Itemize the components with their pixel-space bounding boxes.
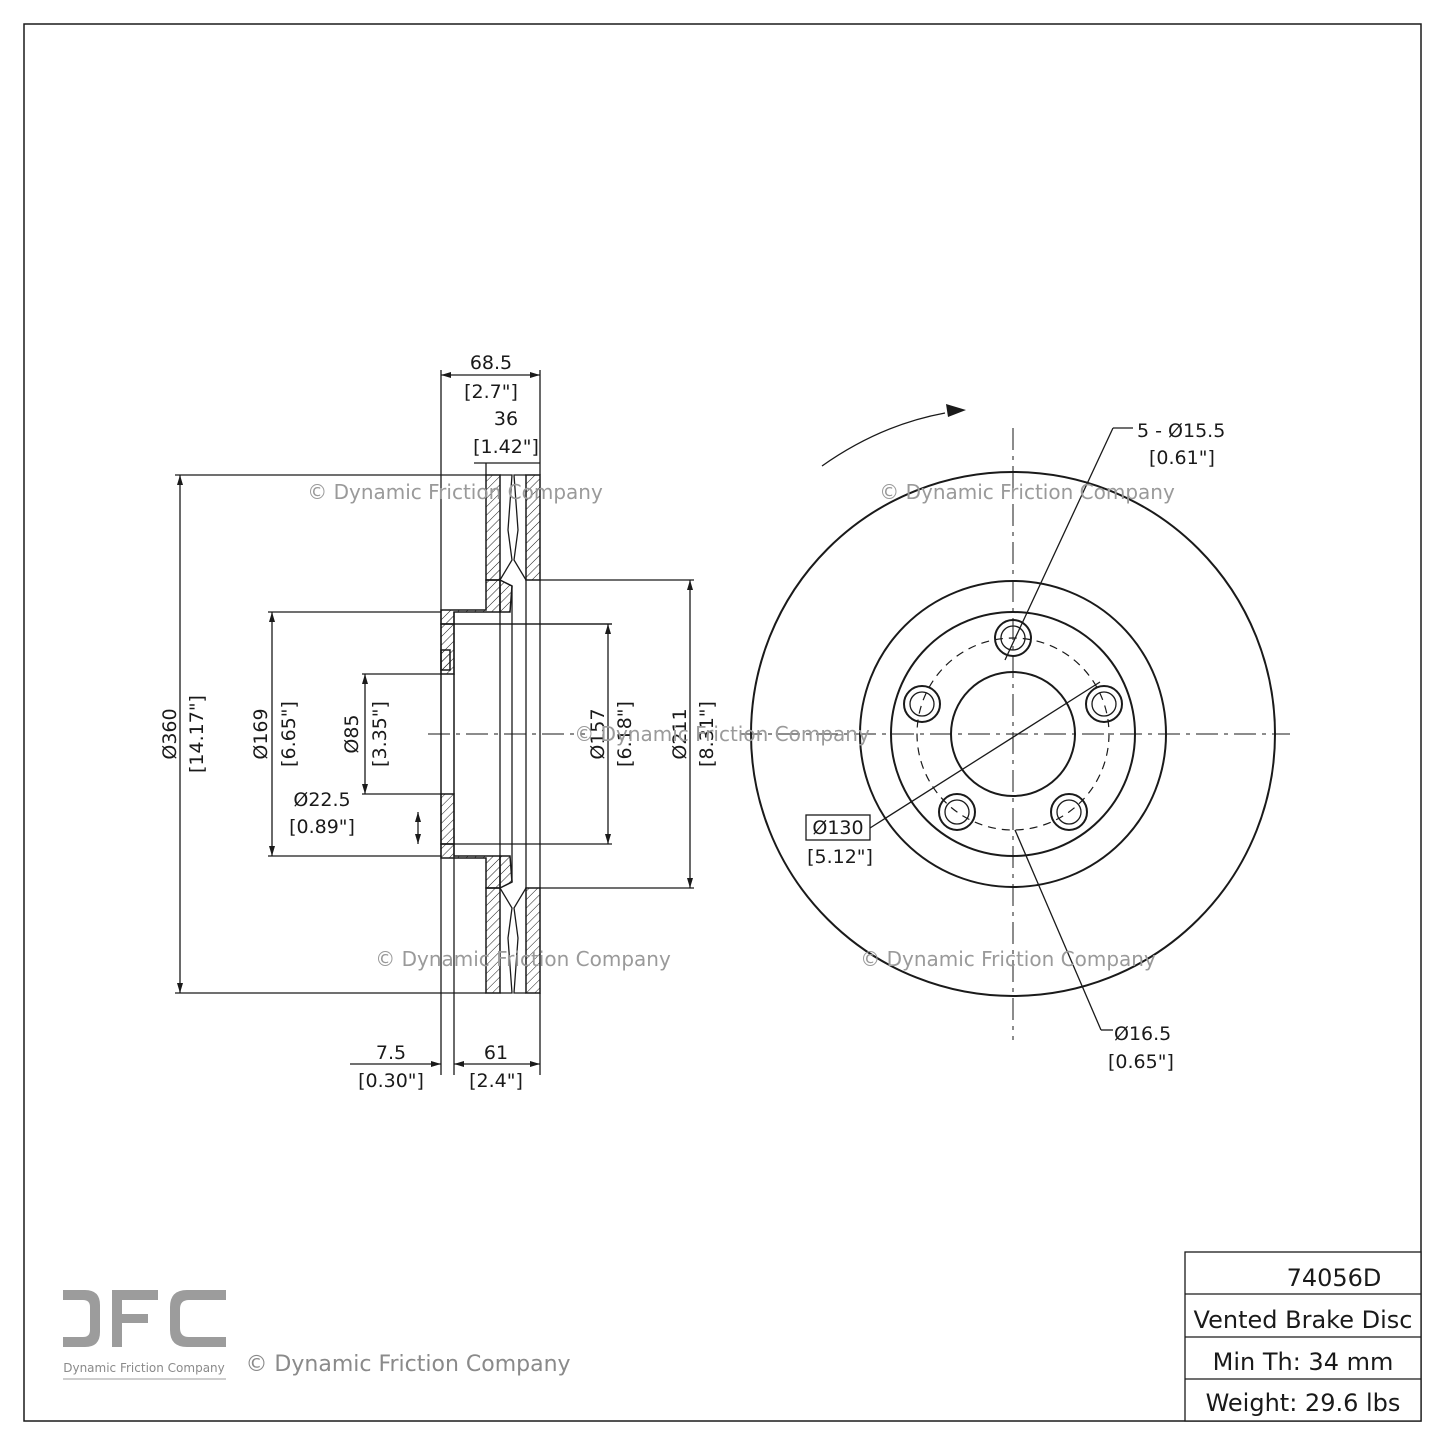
dim-hat-height-mm: 61: [484, 1042, 508, 1064]
watermark-text: © Dynamic Friction Company: [375, 947, 671, 971]
dim-center-bore-in: [3.35"]: [369, 701, 391, 767]
dim-hat-face-thickness-in: [0.30"]: [358, 1070, 424, 1092]
dim-bolt-holes-mm: 5 - Ø15.5: [1137, 420, 1225, 442]
title-block: 74056D Vented Brake Disc Min Th: 34 mm W…: [1184, 1251, 1422, 1422]
watermark-text: © Dynamic Friction Company: [574, 722, 870, 746]
copyright-text: © Dynamic Friction Company: [245, 1352, 570, 1377]
face-view: [740, 404, 1290, 1040]
dfc-logo: Dynamic Friction Company: [63, 1290, 226, 1380]
dim-outer-diameter-mm: Ø360: [159, 708, 181, 759]
part-description: Vented Brake Disc: [1194, 1306, 1413, 1334]
dim-inner-friction-diameter-in: [8.31"]: [696, 701, 718, 767]
side-section-view: [175, 370, 694, 1075]
dim-hat-diameter-in: [6.65"]: [278, 701, 300, 767]
dim-disc-thickness-mm: 36: [494, 408, 518, 430]
dim-bolt-circle-mm: Ø130: [812, 817, 863, 839]
dimension-labels: 68.5 [2.7"] 36 [1.42"] Ø360 [14.17"] Ø16…: [159, 352, 1225, 1092]
watermark-text: © Dynamic Friction Company: [307, 480, 603, 504]
watermark-text: © Dynamic Friction Company: [879, 480, 1175, 504]
min-thickness: Min Th: 34 mm: [1213, 1348, 1394, 1376]
dim-inner-friction-diameter-mm: Ø211: [669, 708, 691, 759]
watermark-text: © Dynamic Friction Company: [860, 947, 1156, 971]
logo-caption: Dynamic Friction Company: [63, 1361, 225, 1375]
dim-overall-width-mm: 68.5: [470, 352, 512, 374]
bolt-holes: [903, 619, 1123, 831]
dim-overall-width-in: [2.7"]: [464, 381, 518, 403]
dim-hat-height-in: [2.4"]: [469, 1070, 523, 1092]
dim-outer-diameter-in: [14.17"]: [186, 695, 208, 773]
dim-hat-diameter-mm: Ø169: [250, 708, 272, 759]
dim-small-hole-in: [0.89"]: [289, 816, 355, 838]
watermarks: © Dynamic Friction Company © Dynamic Fri…: [307, 480, 1175, 971]
dim-bolt-counterbore-mm: Ø16.5: [1114, 1023, 1171, 1045]
dim-bolt-circle-in: [5.12"]: [807, 846, 873, 868]
part-number: 74056D: [1287, 1264, 1382, 1292]
weight: Weight: 29.6 lbs: [1206, 1389, 1401, 1417]
rotation-arrow: [821, 412, 946, 467]
dim-bolt-counterbore-in: [0.65"]: [1108, 1051, 1174, 1073]
dim-hat-inner-diameter-in: [6.18"]: [614, 701, 636, 767]
dim-hat-face-thickness-mm: 7.5: [376, 1042, 406, 1064]
dim-center-bore-mm: Ø85: [341, 714, 363, 753]
dim-disc-thickness-in: [1.42"]: [473, 436, 539, 458]
dim-bolt-holes-in: [0.61"]: [1149, 447, 1215, 469]
dim-small-hole-mm: Ø22.5: [293, 789, 350, 811]
dim-hat-inner-diameter-mm: Ø157: [587, 708, 609, 759]
drawing-frame: [23, 23, 1422, 1422]
